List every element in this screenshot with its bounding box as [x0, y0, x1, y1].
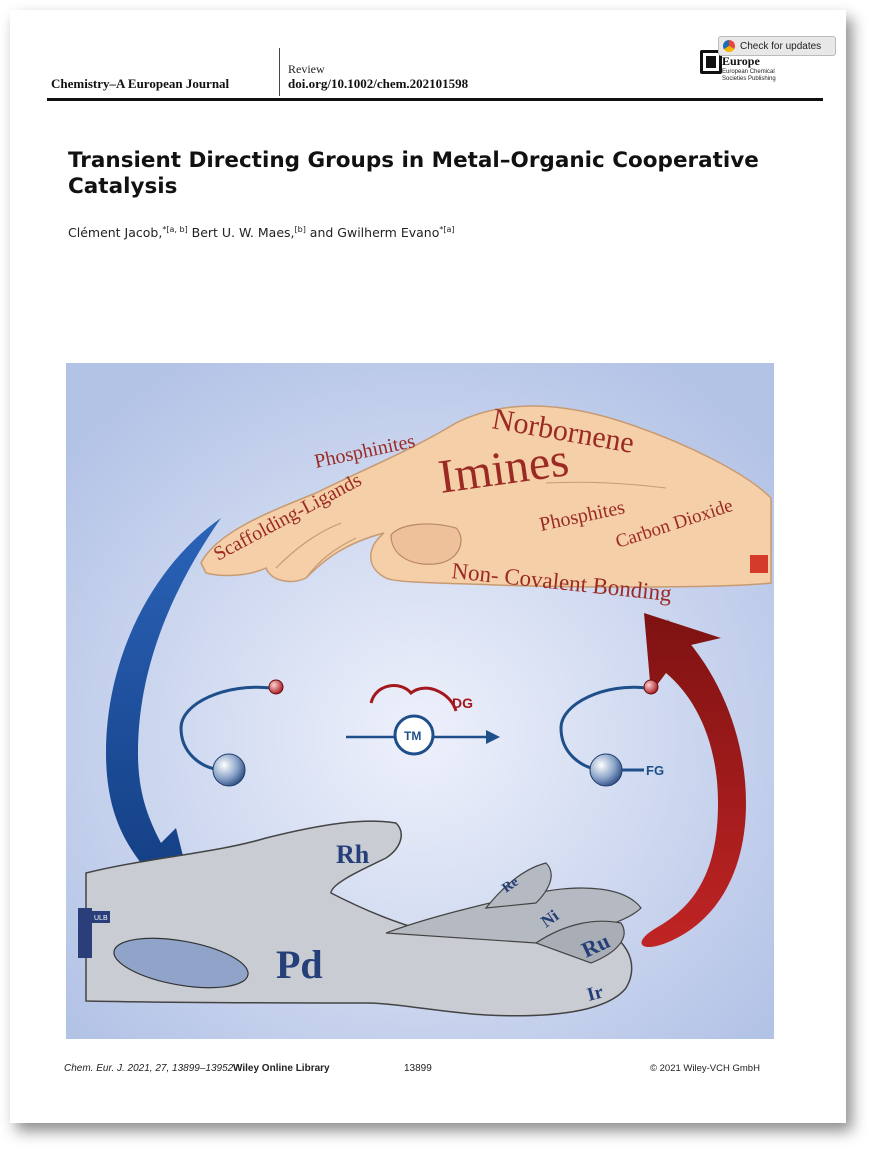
graphical-abstract: Phosphinites Norbornene Scaffolding-Liga…: [66, 363, 774, 1039]
blue-arrow: [106, 518, 221, 908]
label-tm: TM: [404, 729, 421, 743]
author-1-affil: *[a, b]: [162, 225, 188, 234]
section-label: Review: [288, 62, 325, 76]
wrist-connector: [78, 908, 92, 958]
footer-copyright: © 2021 Wiley-VCH GmbH: [650, 1063, 760, 1074]
author-2-affil: [b]: [294, 225, 306, 234]
header-rule: [47, 98, 823, 101]
catalytic-cycle: [393, 714, 435, 756]
check-updates-label: Check for updates: [740, 40, 822, 52]
label-fg: FG: [646, 763, 664, 778]
metal-label-pd: Pd: [276, 942, 323, 987]
reaction-arrowhead: [486, 730, 500, 744]
human-thumb: [390, 523, 462, 565]
publisher-sub2: Societies Publishing: [722, 76, 776, 82]
metal-label-ir: Ir: [585, 981, 606, 1006]
chemistry-europe-logo-icon: [700, 50, 722, 74]
red-ball-left: [268, 679, 284, 695]
substrate-chain-left: [179, 685, 272, 772]
check-for-updates-button[interactable]: Check for updates: [718, 36, 836, 56]
article-title: Transient Directing Groups in Metal–Orga…: [68, 148, 759, 199]
substrate-chain-right: [559, 685, 647, 772]
wiley-badge: [750, 555, 768, 573]
publisher-name: Europe: [722, 54, 760, 68]
red-ball-right: [643, 679, 659, 695]
footer-citation: Chem. Eur. J. 2021, 27, 13899–13952: [64, 1063, 234, 1074]
publisher-sub1: European Chemical: [722, 69, 775, 75]
robot-label-ulb: ULB: [94, 915, 108, 922]
blue-ball-right: [589, 753, 623, 787]
journal-name: Chemistry–A European Journal: [51, 76, 230, 91]
blue-ball-left: [212, 753, 246, 787]
author-list: Clément Jacob,*[a, b] Bert U. W. Maes,[b…: [68, 225, 455, 240]
label-dg: DG: [452, 695, 473, 711]
red-arrow: [641, 613, 746, 948]
footer-library[interactable]: Wiley Online Library: [233, 1063, 330, 1074]
author-3-affil: *[a]: [439, 225, 455, 234]
publisher-logo: Europe European Chemical Societies Publi…: [700, 48, 830, 88]
author-2[interactable]: Bert U. W. Maes,: [187, 225, 295, 241]
author-1[interactable]: Clément Jacob,: [68, 225, 163, 241]
human-hand: [200, 405, 772, 588]
metal-label-rh: Rh: [336, 840, 370, 869]
header-divider: [279, 48, 280, 96]
doi-link[interactable]: doi.org/10.1002/chem.202101598: [288, 76, 469, 91]
author-3[interactable]: and Gwilherm Evano: [305, 225, 440, 241]
crossmark-icon: [723, 40, 735, 52]
forearm-panel: [113, 937, 249, 989]
ulb-label-box: [92, 911, 110, 923]
dg-arc: [369, 684, 458, 712]
page-number: 13899: [404, 1063, 432, 1074]
